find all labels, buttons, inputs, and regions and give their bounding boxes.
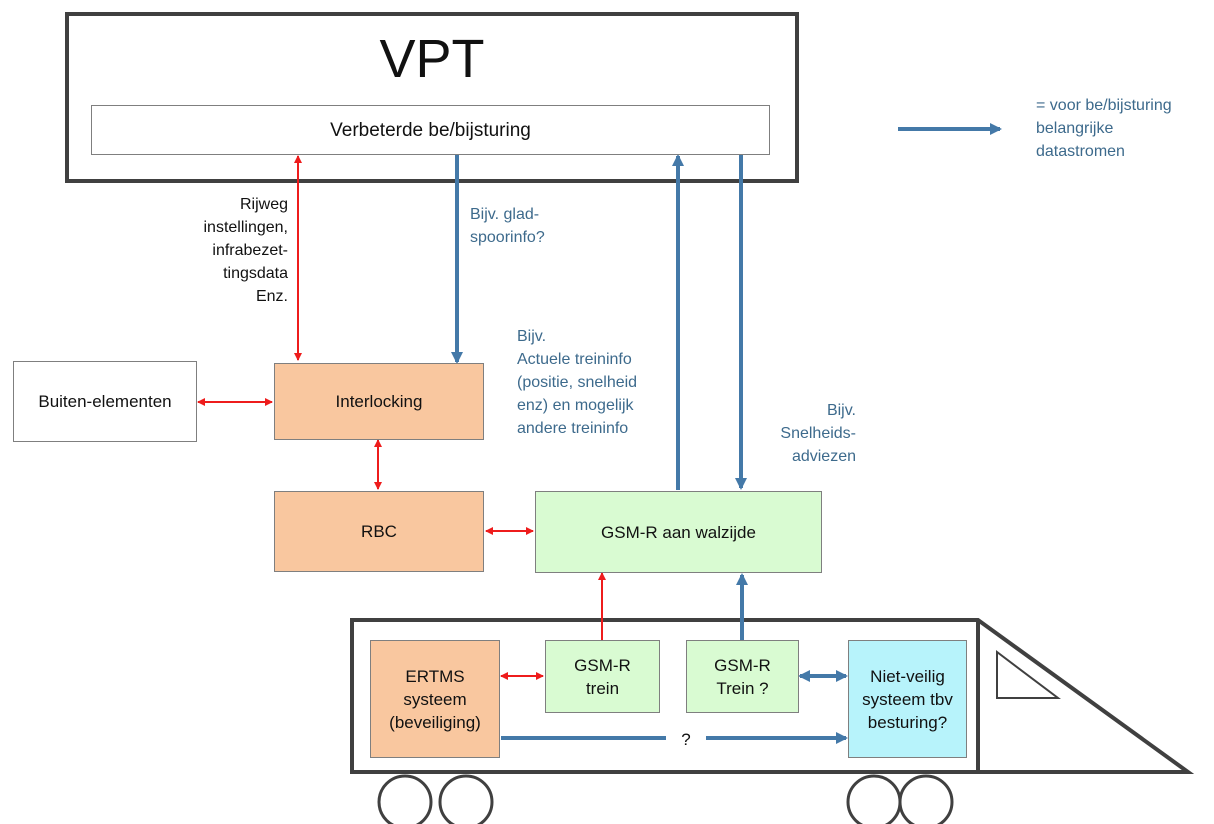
box-ertms-systeem: ERTMS systeem (beveiliging) [370,640,500,758]
box-niet-veilig-systeem: Niet-veilig systeem tbv besturing? [848,640,967,758]
label-rijweg: Rijweg instellingen, infrabezet- tingsda… [203,196,289,305]
label-gladspoor: Bijv. glad- spoorinfo? [470,206,545,246]
box-gsmr-walzijde: GSM-R aan walzijde [535,491,822,573]
legend-text: = voor be/bijsturing belangrijke datastr… [1036,97,1172,160]
box-buiten-elementen: Buiten-elementen [13,361,197,442]
train-window [996,649,1061,699]
train-body [350,618,1195,774]
vpt-subtitle-bar: Verbeterde be/bijsturing [91,105,770,155]
box-gsmr-trein-2: GSM-R Trein ? [686,640,799,713]
label-question: ? [666,728,706,751]
box-gsmr-trein: GSM-R trein [545,640,660,713]
train-wheel [377,774,433,824]
vpt-title: VPT [379,29,485,89]
train-wheel [898,774,954,824]
train-wheel [438,774,494,824]
label-treininfo: Bijv. Actuele treininfo (positie, snelhe… [517,328,638,437]
box-interlocking: Interlocking [274,363,484,440]
box-rbc: RBC [274,491,484,572]
label-snelheid: Bijv. Snelheids- adviezen [780,402,856,465]
train-wheel [846,774,902,824]
